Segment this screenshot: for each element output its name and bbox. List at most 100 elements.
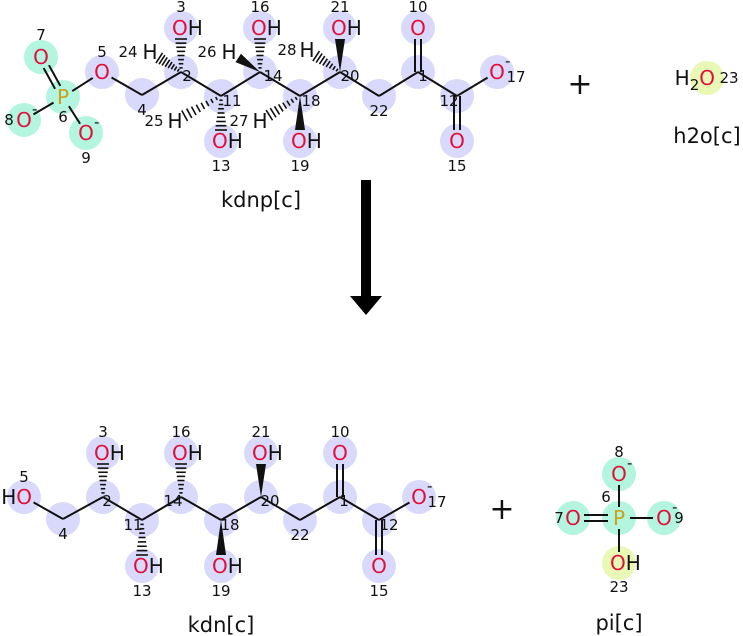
atom-number: 6 bbox=[601, 488, 611, 506]
kdnp-name: kdnp[c] bbox=[221, 188, 301, 212]
atom-number: 13 bbox=[211, 157, 230, 175]
bond bbox=[155, 52, 180, 73]
atom-label: P bbox=[613, 506, 625, 530]
atom-highlight bbox=[480, 55, 514, 89]
bond bbox=[339, 496, 380, 521]
bond bbox=[141, 496, 182, 521]
atom-label: O bbox=[94, 60, 110, 84]
atom-o13: OH 13 bbox=[132, 554, 163, 600]
atom-highlight bbox=[440, 124, 474, 158]
atom-c1: 1 bbox=[339, 492, 349, 510]
plus-sign-reactants: + bbox=[567, 67, 592, 102]
atom-label: O bbox=[332, 441, 348, 465]
atom-number: 13 bbox=[132, 582, 151, 600]
charge-sign: - bbox=[505, 52, 510, 70]
atom-number: 1 bbox=[339, 492, 349, 510]
atom-number: 22 bbox=[290, 526, 309, 544]
bond bbox=[215, 99, 227, 131]
atom-number: 17 bbox=[506, 68, 525, 86]
atom-highlight bbox=[602, 546, 636, 580]
atom-c22: 22 bbox=[290, 526, 309, 544]
atom-label: O bbox=[411, 485, 427, 509]
bond bbox=[216, 520, 226, 555]
atom-highlight bbox=[602, 501, 636, 535]
atom-number: 3 bbox=[176, 0, 186, 16]
atom-h27: H27 bbox=[229, 109, 267, 133]
bond bbox=[42, 64, 62, 90]
atom-highlight bbox=[362, 549, 396, 583]
bond bbox=[141, 71, 182, 96]
atom-c20: 20 bbox=[340, 67, 359, 85]
atom-c12: 12 bbox=[379, 516, 398, 534]
bond bbox=[102, 496, 143, 521]
atoms-layer: P6O7O-8O-9O542OH3H2411OH13H2514OH16H2618… bbox=[1, 0, 738, 600]
atom-label: O bbox=[656, 506, 672, 530]
atom-highlight bbox=[690, 61, 724, 95]
atom-label: O bbox=[78, 121, 94, 145]
atom-label: H bbox=[252, 109, 267, 133]
atom-label: H2O bbox=[675, 66, 715, 94]
atom-number: 11 bbox=[123, 516, 142, 534]
atom-number: 16 bbox=[250, 0, 269, 16]
bond bbox=[256, 464, 266, 497]
charge-sign: - bbox=[672, 498, 677, 516]
bond bbox=[378, 501, 410, 521]
bond bbox=[181, 96, 218, 122]
atom-number: 2 bbox=[182, 67, 192, 85]
atom-number: 18 bbox=[220, 516, 239, 534]
atom-o7: O7 bbox=[33, 26, 49, 69]
atom-highlight bbox=[244, 436, 278, 470]
atom-number: 5 bbox=[19, 468, 29, 486]
atom-number: 7 bbox=[554, 509, 564, 527]
atom-h28: H28 bbox=[277, 38, 314, 62]
atom-c11: 11 bbox=[123, 516, 142, 534]
atom-c2: 2 bbox=[102, 492, 112, 510]
atom-label: O bbox=[565, 506, 581, 530]
atom-number: 10 bbox=[330, 423, 349, 441]
bond bbox=[71, 77, 94, 92]
atom-number: 15 bbox=[369, 582, 388, 600]
atom-number: 2 bbox=[102, 492, 112, 510]
atom-label: O bbox=[410, 16, 426, 40]
atom-highlight bbox=[7, 480, 41, 514]
bond bbox=[336, 464, 344, 497]
atom-label: O bbox=[449, 129, 465, 153]
atom-number: 17 bbox=[427, 493, 446, 511]
atom-c12: 12 bbox=[439, 92, 458, 110]
atom-highlight bbox=[164, 11, 198, 45]
atom-label: H bbox=[167, 109, 182, 133]
bond bbox=[175, 38, 187, 69]
atom-label: OH bbox=[133, 554, 164, 578]
bond bbox=[62, 496, 104, 520]
charge-sign: - bbox=[427, 477, 432, 495]
atom-highlight bbox=[283, 124, 317, 158]
bond bbox=[295, 96, 305, 130]
atom-label: OH bbox=[251, 16, 282, 40]
atom-number: 22 bbox=[369, 102, 388, 120]
atom-c14: 14 bbox=[263, 67, 282, 85]
atom-h24: H24 bbox=[118, 40, 157, 64]
atom-number: 4 bbox=[58, 525, 68, 543]
bond bbox=[584, 514, 608, 522]
atom-number: 19 bbox=[211, 582, 230, 600]
atom-label: OH bbox=[252, 441, 283, 465]
atom-label: O bbox=[33, 45, 49, 69]
atom-number: 5 bbox=[97, 43, 107, 61]
bond bbox=[265, 96, 298, 121]
atom-number: 4 bbox=[137, 101, 147, 119]
atom-label: O bbox=[489, 60, 505, 84]
atom-p6: P6 bbox=[601, 488, 625, 530]
atom-highlight bbox=[86, 436, 120, 470]
atom-number: 21 bbox=[330, 0, 349, 16]
atom-o8: O-8 bbox=[611, 443, 632, 486]
atom-number: 14 bbox=[163, 492, 182, 510]
atom-label: H bbox=[142, 40, 157, 64]
bond bbox=[175, 463, 187, 494]
charge-sign: - bbox=[627, 454, 632, 472]
atom-h25: H25 bbox=[144, 109, 182, 133]
atom-highlight bbox=[402, 480, 436, 514]
bond bbox=[375, 520, 383, 555]
